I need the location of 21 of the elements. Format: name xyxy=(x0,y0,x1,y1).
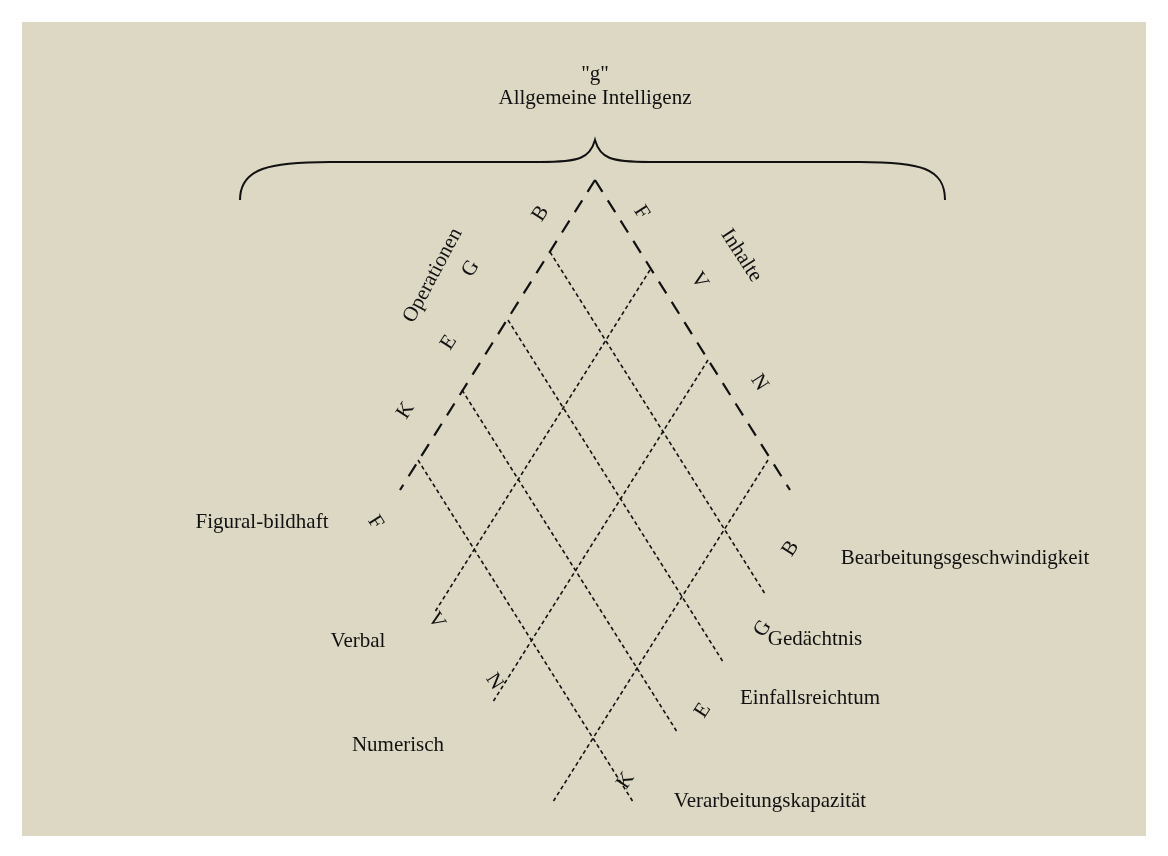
category-label: Verarbeitungskapazität xyxy=(673,789,867,813)
category-letter: B xyxy=(526,200,554,226)
category-letter: V xyxy=(686,267,714,293)
category-letter: G xyxy=(456,255,484,281)
category-label: Einfallsreichtum xyxy=(740,686,880,710)
category-letter: N xyxy=(481,668,509,694)
category-letter: E xyxy=(434,330,462,354)
category-label: Verbal xyxy=(330,629,386,653)
category-letter: K xyxy=(611,767,639,793)
category-label: Figural-bildhaft xyxy=(195,510,329,534)
category-letter: E xyxy=(688,698,716,722)
heading: "g" xyxy=(581,62,609,86)
category-letter: F xyxy=(363,510,389,534)
category-label: Numerisch xyxy=(351,733,445,757)
category-letter: N xyxy=(746,369,774,395)
category-letter: K xyxy=(391,397,419,423)
heading: Allgemeine Intelligenz xyxy=(498,86,692,110)
category-label: Bearbeitungsgeschwindigkeit xyxy=(840,546,1090,570)
category-letter: V xyxy=(423,607,451,633)
category-letter: F xyxy=(629,200,655,224)
category-letter: B xyxy=(776,535,804,561)
